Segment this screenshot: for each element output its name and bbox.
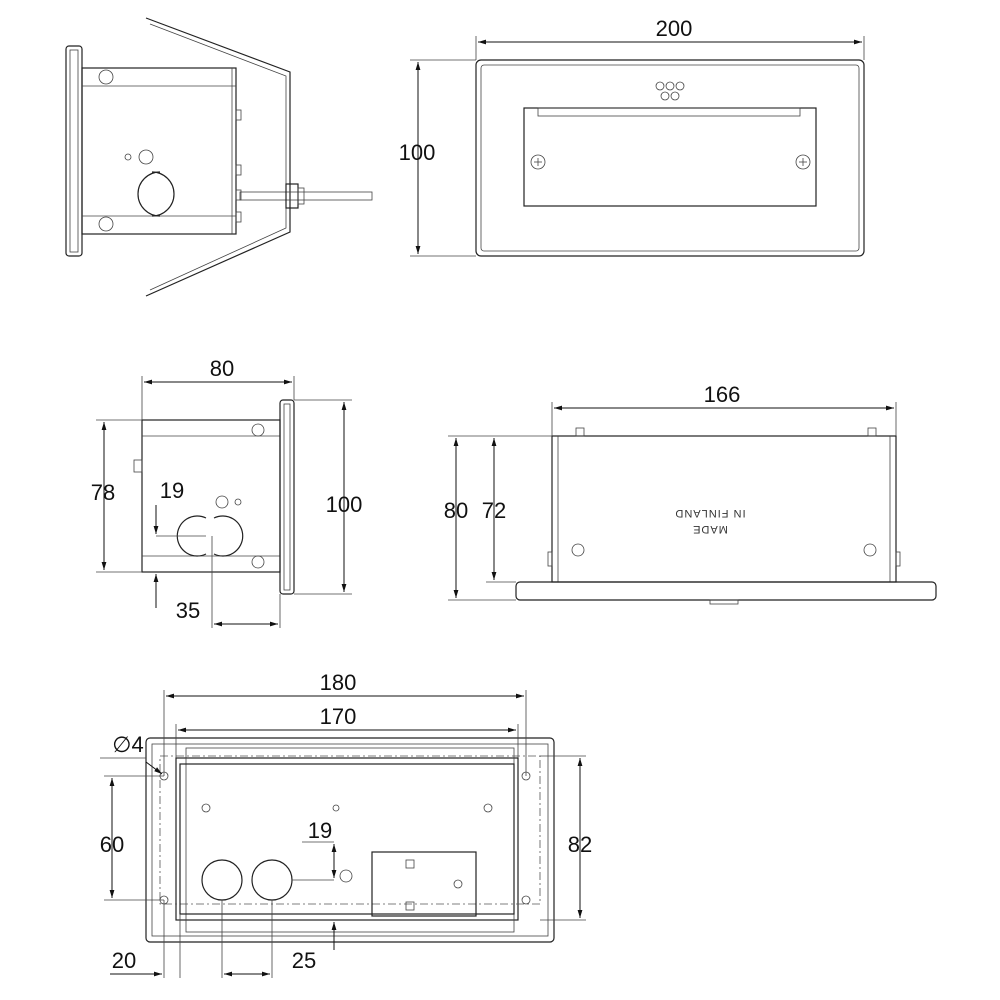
dim-25: 25 bbox=[292, 948, 316, 973]
side-view: 80 78 100 19 35 bbox=[91, 356, 363, 628]
dim-19-side: 19 bbox=[160, 478, 184, 503]
dim-19-bottom: 19 bbox=[308, 818, 332, 843]
stamp-in-finland: IN FINLAND bbox=[674, 507, 745, 519]
front-cover-view: 200 100 bbox=[399, 16, 865, 257]
dim-180: 180 bbox=[320, 670, 357, 695]
box-front-view: MADE IN FINLAND 166 80 72 bbox=[444, 382, 937, 605]
dim-35: 35 bbox=[176, 598, 200, 623]
dim-60: 60 bbox=[100, 832, 124, 857]
dim-166: 166 bbox=[704, 382, 741, 407]
dim-80-front: 80 bbox=[444, 498, 468, 523]
stamp-made: MADE bbox=[692, 523, 728, 535]
side-mount-view bbox=[65, 17, 373, 297]
dim-diameter-4: ∅4 bbox=[112, 732, 143, 757]
dim-82: 82 bbox=[568, 832, 592, 857]
dim-100-front: 100 bbox=[399, 140, 436, 165]
dim-80-side: 80 bbox=[210, 356, 234, 381]
dim-170: 170 bbox=[320, 704, 357, 729]
dim-20: 20 bbox=[112, 948, 136, 973]
dim-200: 200 bbox=[656, 16, 693, 41]
dim-100-side: 100 bbox=[326, 492, 363, 517]
dim-78: 78 bbox=[91, 480, 115, 505]
dim-72: 72 bbox=[482, 498, 506, 523]
bottom-view: 180 170 ∅4 60 82 19 20 25 bbox=[100, 670, 592, 978]
